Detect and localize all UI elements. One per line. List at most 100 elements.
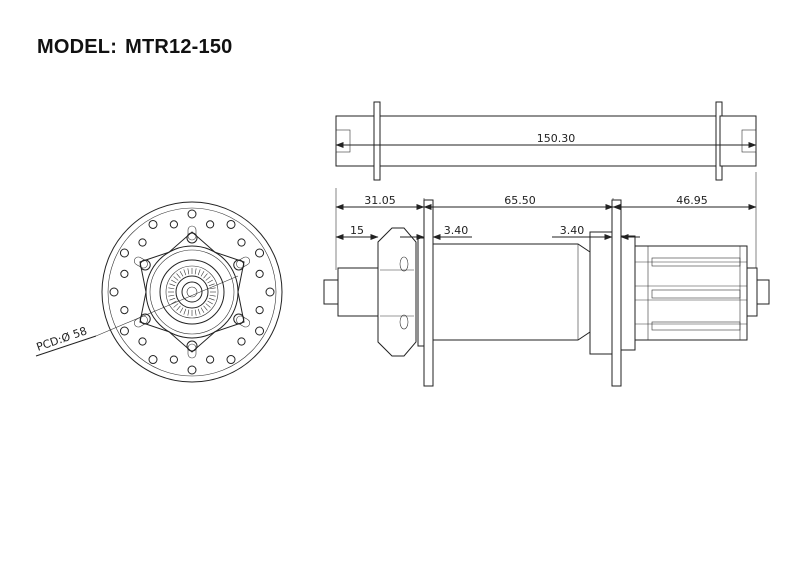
dim-right-offset: 46.95 bbox=[676, 194, 708, 207]
bearing-tick bbox=[187, 309, 190, 316]
dim-rotor-mount-offset: 15 bbox=[350, 224, 364, 237]
bearing-tick bbox=[209, 294, 216, 297]
bearing-tick bbox=[171, 279, 177, 284]
bearing-tick bbox=[176, 305, 181, 311]
pcd-label: PCD:Ø 58 bbox=[35, 324, 89, 353]
pcd-leader-line bbox=[95, 275, 239, 337]
axle-view: 150.30 bbox=[335, 101, 757, 181]
axle-right-end bbox=[719, 115, 757, 167]
spoke-holes bbox=[109, 209, 275, 375]
hub-body-circle bbox=[145, 245, 239, 339]
spoke-hole bbox=[138, 337, 147, 346]
pcd-leader-base bbox=[35, 335, 97, 357]
bearing-tick bbox=[207, 279, 213, 284]
bearing-tick bbox=[173, 276, 179, 281]
bearing-tick bbox=[200, 307, 205, 313]
rotor-bolt-hole bbox=[186, 232, 198, 244]
bearing-tick bbox=[197, 269, 201, 276]
spoke-hole bbox=[148, 219, 158, 229]
hub-shell bbox=[432, 243, 591, 341]
freehub-body bbox=[634, 245, 748, 341]
bearing-tick bbox=[176, 273, 181, 279]
spoke-hole bbox=[119, 248, 129, 258]
bearing-tick bbox=[179, 271, 184, 277]
bearing-tick bbox=[203, 305, 208, 311]
rotor-mount-side bbox=[377, 227, 417, 357]
hub-body-inner bbox=[149, 249, 235, 335]
spoke-hole bbox=[148, 355, 158, 365]
spoke-hole bbox=[255, 326, 265, 336]
bearing-tick bbox=[169, 297, 176, 301]
bearing-tick bbox=[168, 294, 175, 297]
left-spoke-flange bbox=[423, 199, 434, 387]
axle-left-end bbox=[335, 115, 377, 167]
axle-left-slot bbox=[335, 129, 351, 153]
axle-end bbox=[175, 275, 209, 309]
spoke-hole bbox=[237, 337, 246, 346]
bearing-tick bbox=[169, 283, 176, 287]
bearing-race bbox=[165, 265, 219, 319]
spoke-hole bbox=[187, 209, 197, 219]
rotor-bolt-2 bbox=[399, 314, 409, 330]
spoke-hole bbox=[255, 269, 264, 278]
dim-left-flange-offset: 31.05 bbox=[364, 194, 396, 207]
spoke-hole bbox=[226, 355, 236, 365]
rotor-bolt-hole bbox=[233, 313, 245, 325]
bearing-tick bbox=[179, 307, 184, 313]
spoke-hole bbox=[169, 220, 178, 229]
lightening-slot bbox=[187, 225, 197, 241]
bearing-tick bbox=[203, 273, 208, 279]
spoke-hole bbox=[120, 269, 129, 278]
bearing-tick bbox=[200, 271, 205, 277]
bearing-tick bbox=[205, 276, 211, 281]
model-label: MODEL: bbox=[37, 36, 118, 58]
spoke-hole bbox=[187, 365, 197, 375]
dim-left-flange-thickness: 3.40 bbox=[444, 224, 469, 237]
axle-center bbox=[186, 286, 198, 298]
hub-end-view: PCD:Ø 58 bbox=[35, 201, 283, 383]
freehub-collar bbox=[620, 235, 636, 351]
model-number: MTR12-150 bbox=[125, 36, 233, 58]
flange-inner-circle bbox=[107, 207, 277, 377]
rotor-bolt-1 bbox=[399, 256, 409, 272]
drawing-title: MODEL: MTR12-150 bbox=[37, 36, 232, 59]
lightening-slot bbox=[236, 256, 250, 269]
bearing-tick bbox=[194, 309, 197, 316]
rotor-mount-star bbox=[139, 231, 245, 353]
lightening-slot bbox=[134, 256, 148, 269]
axle-left-flange bbox=[373, 101, 381, 181]
spoke-hole bbox=[265, 287, 275, 297]
bearing-tick bbox=[197, 308, 201, 315]
dim-right-flange-thickness: 3.40 bbox=[560, 224, 585, 237]
bearing-detail bbox=[168, 268, 216, 316]
bearing-tick bbox=[209, 287, 216, 290]
right-spoke-flange bbox=[611, 199, 622, 387]
flange-outer-circle bbox=[101, 201, 283, 383]
rotor-bolt-hole bbox=[139, 259, 151, 271]
bearing-tick bbox=[168, 287, 175, 290]
rotor-bolt-hole bbox=[139, 313, 151, 325]
lightening-slot bbox=[236, 315, 250, 328]
spoke-hole bbox=[138, 238, 147, 247]
bearing-tick bbox=[171, 300, 177, 305]
rotor-bolt-holes bbox=[139, 232, 245, 352]
bearing-tick bbox=[187, 268, 190, 275]
spoke-hole bbox=[237, 238, 246, 247]
right-endcap-tip bbox=[756, 279, 770, 305]
spoke-hole bbox=[109, 287, 119, 297]
rotor-bolt-hole bbox=[233, 259, 245, 271]
bearing-tick bbox=[173, 303, 179, 308]
bearing-tick bbox=[183, 269, 187, 276]
axle-right-slot bbox=[741, 129, 757, 153]
bearing-tick bbox=[183, 308, 187, 315]
freehub-splines bbox=[635, 246, 747, 340]
spoke-hole bbox=[206, 355, 215, 364]
bearing-tick bbox=[205, 303, 211, 308]
hub-side-view: 31.05 65.50 46.95 15 3.40 3.40 bbox=[323, 172, 770, 387]
spoke-hole bbox=[255, 248, 265, 258]
bearing-tick bbox=[208, 283, 215, 287]
dim-flange-spacing: 65.50 bbox=[504, 194, 536, 207]
bearing-tick bbox=[208, 297, 215, 301]
bearing-tick bbox=[207, 300, 213, 305]
